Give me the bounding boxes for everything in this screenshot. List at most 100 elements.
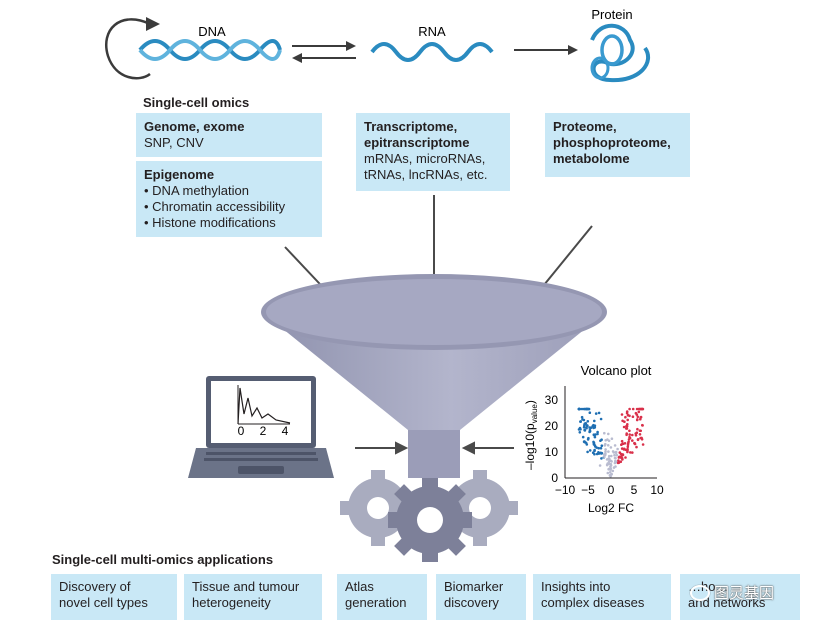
volcano-title: Volcano plot (581, 363, 652, 378)
volcano-point (629, 451, 632, 454)
volcano-point (604, 448, 607, 451)
volcano-point (614, 451, 618, 454)
volcano-point (583, 429, 587, 432)
application-line: heterogeneity (192, 595, 271, 610)
volcano-point (608, 471, 612, 474)
laptop-tick: 0 (238, 424, 245, 438)
volcano-point (625, 432, 628, 435)
volcano-point (626, 418, 629, 422)
volcano-point (609, 446, 613, 449)
volcano-point (614, 459, 617, 463)
volcano-point (597, 411, 601, 415)
volcano-point (611, 469, 615, 473)
epigenome-item: DNA methylation (144, 183, 314, 199)
volcano-point (620, 413, 624, 416)
dna-label: DNA (198, 24, 226, 39)
volcano-points (577, 407, 645, 478)
volcano-point (586, 420, 590, 423)
volcano-point (616, 461, 620, 465)
volcano-point (595, 452, 599, 456)
volcano-point (593, 448, 596, 452)
volcano-x-tick: 0 (608, 483, 615, 497)
volcano-point (603, 444, 607, 447)
volcano-point (613, 444, 617, 447)
volcano-point (587, 436, 590, 440)
volcano-point (622, 442, 625, 445)
volcano-point (585, 426, 588, 430)
applications-section-title: Single-cell multi-omics applications (52, 552, 274, 567)
volcano-point (580, 407, 584, 411)
volcano-point (607, 468, 610, 471)
volcano-point (621, 419, 624, 423)
volcano-point (580, 415, 584, 419)
volcano-point (626, 449, 629, 453)
volcano-y-tick: 0 (551, 471, 558, 485)
volcano-point (585, 443, 589, 446)
volcano-point (624, 456, 627, 459)
volcano-point (619, 452, 623, 456)
application-line: novel cell types (59, 595, 148, 610)
application-line: Discovery of (59, 579, 131, 594)
volcano-point (641, 407, 644, 411)
volcano-y-tick: 10 (545, 445, 559, 459)
epigenome-item: Chromatin accessibility (144, 199, 314, 215)
volcano-point (622, 447, 626, 451)
genome-sub: SNP, CNV (144, 135, 204, 150)
volcano-point (634, 434, 638, 437)
volcano-point (581, 435, 585, 439)
volcano-point (600, 457, 603, 460)
volcano-point (628, 435, 631, 439)
genome-title: Genome, exome (144, 119, 245, 134)
volcano-point (637, 407, 640, 411)
volcano-point (640, 436, 643, 440)
laptop-density-curve (237, 387, 291, 425)
volcano-point (584, 422, 587, 426)
application-box: Tissue and tumour heterogeneity (184, 574, 322, 620)
watermark-text: 图灵基因 (714, 585, 775, 602)
volcano-point (607, 450, 610, 453)
volcano-point (631, 439, 634, 442)
transcriptome-line-1: mRNAs, microRNAs, (364, 151, 486, 166)
volcano-point (594, 412, 598, 415)
volcano-point (614, 465, 617, 468)
application-box: Discovery of novel cell types (51, 574, 177, 620)
volcano-point (638, 433, 642, 436)
volcano-point (620, 439, 624, 443)
volcano-point (626, 445, 630, 449)
volcano-point (604, 450, 607, 453)
volcano-point (613, 456, 617, 460)
volcano-point (592, 440, 595, 444)
volcano-point (585, 424, 589, 427)
volcano-point (599, 446, 603, 450)
volcano-point (609, 467, 613, 470)
volcano-point (588, 428, 592, 432)
volcano-point (641, 424, 644, 427)
volcano-point (606, 444, 610, 447)
volcano-point (600, 444, 604, 447)
dna-helix-icon (138, 39, 282, 61)
volcano-point (610, 454, 613, 458)
application-line: Tissue and tumour (192, 579, 300, 594)
volcano-point (578, 407, 581, 411)
volcano-point (636, 418, 639, 421)
volcano-point (579, 428, 582, 431)
central-dogma-graphic: DNA RNA Protein (105, 7, 651, 83)
proteome-title-1: Proteome, (553, 119, 617, 134)
laptop-icon (188, 376, 334, 478)
volcano-x-tick: −10 (555, 483, 576, 497)
volcano-point (631, 433, 634, 437)
volcano-point (603, 453, 606, 456)
volcano-x-tick: 5 (631, 483, 638, 497)
volcano-y-tick: 20 (545, 419, 559, 433)
volcano-point (636, 415, 640, 419)
volcano-point (617, 459, 620, 462)
volcano-point (615, 453, 619, 457)
proteome-box: Proteome, phosphoproteome, metabolome (545, 113, 690, 177)
epigenome-title: Epigenome (144, 167, 215, 182)
application-box: Atlas generation (337, 574, 427, 620)
volcano-point (596, 430, 599, 434)
volcano-point (607, 439, 611, 443)
volcano-point (600, 438, 603, 441)
volcano-point (593, 424, 597, 427)
volcano-point (586, 450, 589, 454)
